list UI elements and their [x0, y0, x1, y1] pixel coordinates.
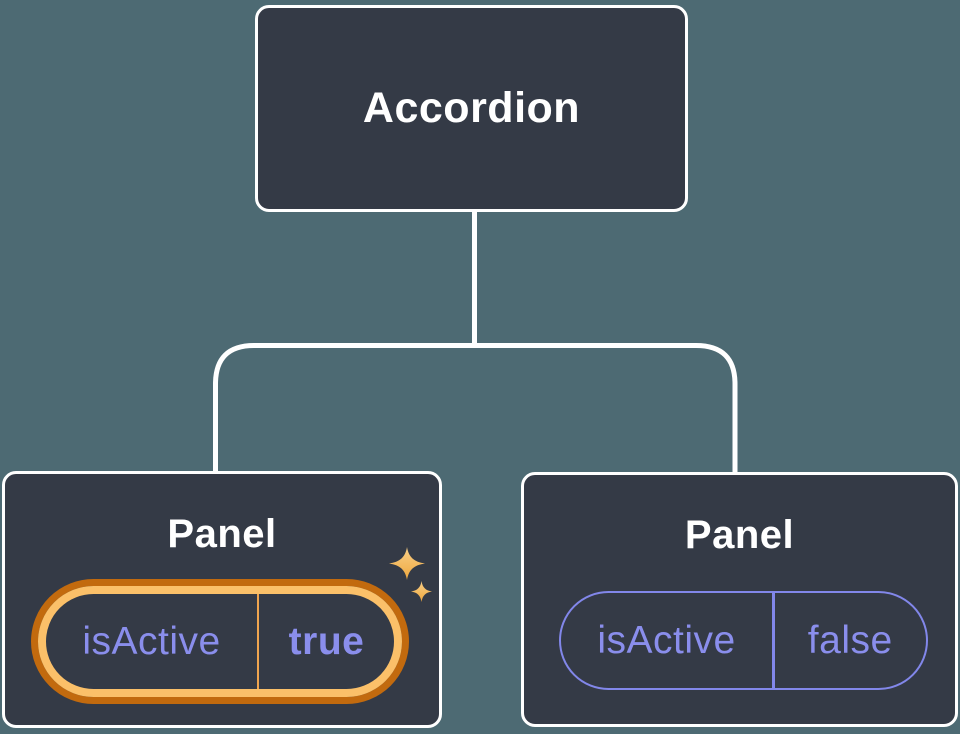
state-pill-divider: [772, 593, 775, 688]
state-pill-active: isActive true: [46, 594, 394, 689]
root-node-label: Accordion: [362, 84, 581, 132]
panel-node-label: Panel: [684, 513, 795, 557]
branch-connector-line: [213, 343, 738, 472]
state-key-label: isActive: [82, 619, 221, 663]
panel-node-label: Panel: [167, 512, 277, 556]
root-node-accordion: Accordion: [255, 5, 688, 212]
sparkle-large: [389, 547, 425, 580]
state-highlight-ring: isActive true: [31, 579, 409, 704]
state-pill-inactive: isActive false: [559, 591, 928, 690]
state-value-label: false: [807, 618, 893, 662]
panel-node-inactive: Panel isActive false: [521, 472, 958, 727]
state-pill-divider: [257, 594, 259, 689]
state-value-label: true: [288, 619, 365, 663]
sparkles-icon: [389, 547, 432, 602]
panel-node-active: Panel isActive true: [2, 471, 442, 728]
sparkle-small: [411, 581, 432, 602]
state-key-label: isActive: [597, 618, 736, 662]
state-highlight-ring-inner: isActive true: [38, 586, 402, 697]
